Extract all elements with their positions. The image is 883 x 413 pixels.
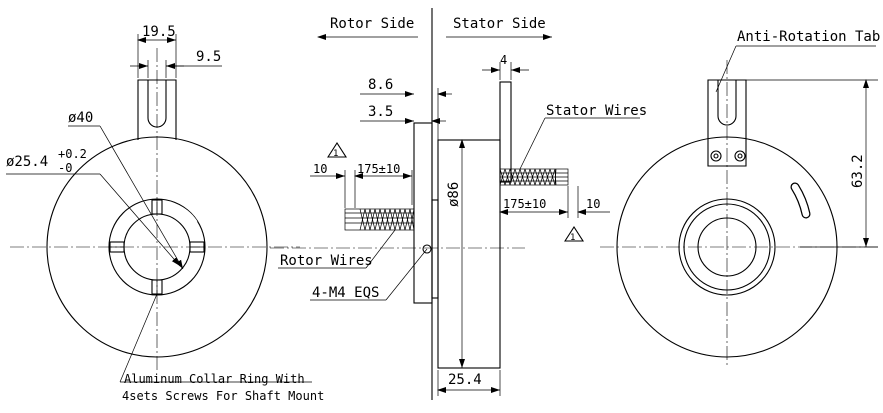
front-view: 19.5 9.5 ø40 ø25.4 +0.2 -0 Aluminum Coll… [6,24,324,403]
rear-view: Anti-Rotation Tab 63.2 [600,29,880,368]
dim-8-6: 8.6 [368,77,393,93]
side-view: 4-M4 EQS Rotor Wires Stator Wires 8.6 3.… [270,53,647,396]
rotor-side-label: Rotor Side [330,16,414,32]
rear-hub-outer [678,198,776,296]
outer-housing-circle [46,136,268,358]
stator-side-label: Stator Side [453,16,546,32]
dim-slot-width: 9.5 [196,49,221,65]
label-m4-screws: 4-M4 EQS [312,285,379,301]
label-rotor-wires: Rotor Wires [280,253,373,269]
label-stator-wires: Stator Wires [546,103,647,119]
dim-86: ø86 [446,182,462,207]
warning-triangle-left: 1 [326,141,348,159]
rotor-flange [413,122,433,304]
stator-tab [499,81,512,183]
svg-text:1: 1 [570,233,575,243]
dim-175-right: 175±10 [503,197,546,211]
stator-body [437,139,501,369]
dim-tab-width: 19.5 [142,24,176,40]
dim-10-left: 10 [313,162,327,176]
m4-screw-mark [422,244,432,254]
dim-3-5: 3.5 [368,104,393,120]
label-anti-rotation-tab: Anti-Rotation Tab [737,29,880,45]
collar-callout-line2: 4sets Screws For Shaft Mount [122,389,324,403]
rotor-wire-bundle [344,208,415,231]
dim-10-right: 10 [586,197,600,211]
stator-wire-bundle [499,168,569,186]
side-indicator: Rotor Side Stator Side [317,8,552,400]
dim-25-4: 25.4 [448,372,482,388]
warning-triangle-right: 1 [563,225,585,243]
collar-ring-outer [108,198,206,296]
dim-bore-diameter: ø25.4 [6,154,48,170]
dim-bore-tol-upper: +0.2 [58,147,87,161]
dim-bore-tol-lower: -0 [58,161,72,175]
dim-63-2: 63.2 [850,154,866,188]
svg-text:1: 1 [333,149,338,159]
dim-outer-diameter: ø40 [68,110,93,126]
rear-hub-inner [697,217,757,277]
collar-callout-line1: Aluminum Collar Ring With [124,372,305,386]
dim-4: 4 [500,53,507,67]
dim-175-left: 175±10 [357,162,400,176]
